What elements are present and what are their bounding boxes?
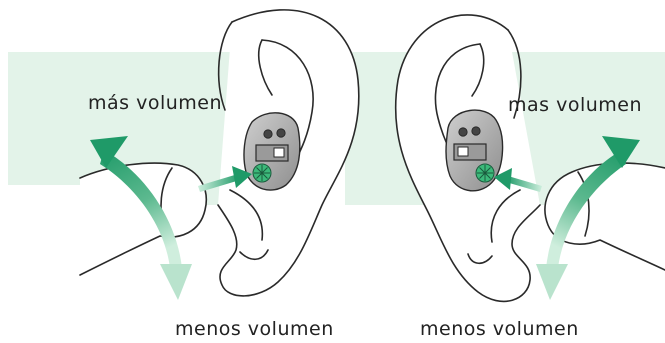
- left-finger-icon: [79, 162, 207, 276]
- right-volume-arrow: [536, 136, 640, 300]
- right-finger-icon: [544, 162, 665, 271]
- more-volume-label-left: más volumen: [88, 92, 223, 114]
- right-pointer-arrow: [494, 168, 542, 192]
- right-hearing-aid: [445, 109, 504, 192]
- less-volume-label-right: menos volumen: [420, 318, 579, 340]
- volume-wheel-icon: [475, 163, 495, 183]
- left-volume-arrow: [90, 136, 192, 300]
- more-volume-label-right: mas volumen: [508, 94, 643, 116]
- volume-wheel-icon: [252, 163, 272, 183]
- less-volume-label-left: menos volumen: [175, 318, 334, 340]
- left-hearing-aid: [243, 112, 301, 191]
- left-pointer-arrow: [198, 166, 252, 192]
